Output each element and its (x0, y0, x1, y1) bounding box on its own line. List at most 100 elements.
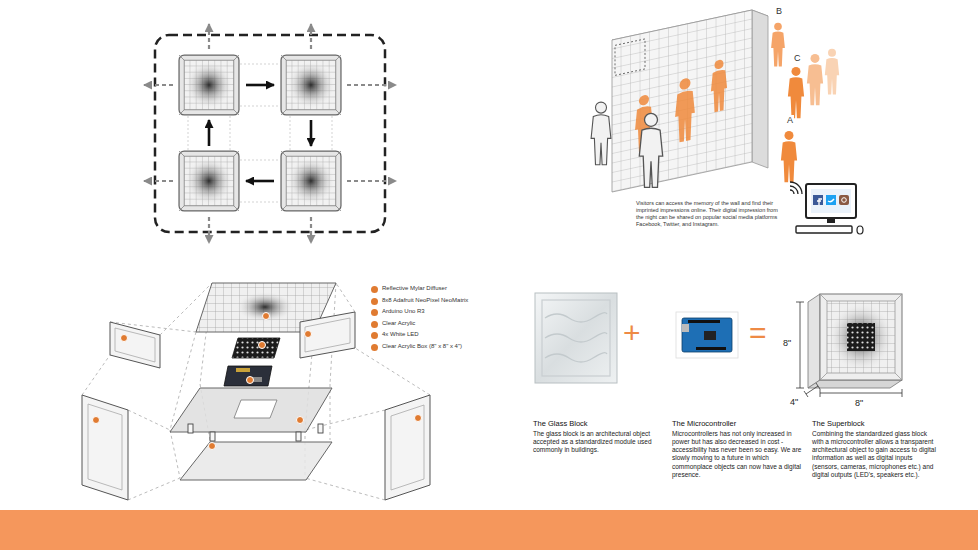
drawing-line (208, 120, 211, 146)
figure-letter: A (786, 115, 794, 126)
equals-sign: = (749, 318, 767, 348)
drawing-polygon (808, 380, 902, 388)
drawing-polygon (180, 442, 332, 480)
section-body: Combining the standardized glass block w… (812, 430, 940, 479)
drawing-line (208, 217, 210, 243)
drawing-g (82, 312, 430, 500)
drawing-rect (688, 320, 720, 323)
drawing-path (790, 190, 794, 194)
drawing-circle (247, 377, 254, 384)
drawing-rect (155, 35, 385, 232)
drawing-line (144, 180, 173, 182)
drawing-g (790, 182, 802, 194)
legend-text: Clear Acrylic (382, 320, 415, 328)
drawing-polygon (300, 312, 355, 358)
legend-swatch (371, 332, 378, 339)
drawing-rect (847, 323, 875, 351)
drawing-polygon (232, 338, 280, 358)
drawing-path (820, 389, 902, 397)
drawing-circle (415, 415, 422, 422)
drawing-use (675, 76, 695, 143)
drawing-use (788, 67, 804, 118)
legend-swatch (371, 309, 378, 316)
drawing-circle (259, 342, 266, 349)
drawing-g (82, 283, 430, 500)
drawing-rect (318, 424, 323, 433)
drawing-g (209, 85, 311, 181)
drawing-circle (93, 417, 100, 424)
drawing-path (804, 383, 820, 397)
drawing-use (771, 23, 785, 67)
legend-text: Reflective Mylar Diffuser (382, 285, 447, 293)
drawing-circle (305, 331, 312, 338)
section-body: The glass block is an architectural obje… (533, 430, 658, 454)
drawing-g (188, 424, 323, 441)
drawing-polygon (808, 294, 820, 388)
section-heading: The Superblock (812, 419, 942, 428)
drawing-rect (236, 368, 250, 372)
drawing-path (828, 199, 834, 202)
drawing-path (128, 283, 385, 500)
drawing-rect (296, 432, 301, 441)
drawing-polygon (752, 10, 768, 168)
drawing-use (825, 49, 839, 95)
drawing-polygon (110, 322, 160, 368)
drawing-rect (796, 226, 852, 233)
plus-sign: + (623, 318, 641, 348)
drawing-use (781, 131, 797, 182)
drawing-line (208, 24, 210, 49)
drawing-line (310, 24, 312, 49)
drawing-rect (535, 293, 617, 383)
drawing-circle (209, 443, 216, 450)
drawing-line (310, 120, 313, 146)
legend-text: Clear Acrylic Box (8" x 8" x 4") (382, 343, 462, 351)
interactive-wall (591, 10, 863, 234)
drawing-polygon (88, 404, 122, 490)
drawing-rect (542, 300, 610, 376)
drawing-rect (612, 10, 752, 192)
drawing-g (771, 23, 839, 182)
drawing-use (179, 55, 239, 115)
drawing-rect (696, 347, 726, 350)
dimension-label: 4" (790, 397, 798, 408)
drawing-rect (188, 424, 193, 433)
drawing-rect (839, 195, 849, 205)
drawing-path (545, 313, 607, 362)
drawing-rect (682, 324, 689, 332)
drawing-use (807, 54, 823, 105)
drawing-polygon (391, 405, 424, 490)
drawing-g (144, 24, 396, 243)
drawing-path (817, 199, 822, 205)
drawing-rect (806, 184, 856, 218)
drawing-path (82, 283, 430, 395)
drawing-rect (676, 312, 738, 358)
drawing-polygon (305, 318, 350, 352)
drawing-use (591, 102, 611, 165)
drawing-g (796, 302, 902, 397)
drawing-rect (813, 195, 823, 205)
drawing-polygon (385, 395, 430, 500)
drawing-path (796, 302, 804, 388)
drawing-path (820, 294, 902, 380)
legend-swatch (371, 321, 378, 328)
legend-text: Arduino Uno R3 (382, 308, 425, 316)
drawing-use (281, 151, 341, 211)
drawing-rect (827, 218, 835, 223)
caption-note: Visitors can access the memory of the wa… (636, 200, 786, 228)
legend-swatch (371, 298, 378, 305)
block-loop (144, 24, 396, 243)
drawing-use (281, 55, 341, 115)
drawing-polygon (234, 400, 277, 418)
drawing-circle (263, 313, 270, 320)
drawing-g (612, 10, 752, 192)
drawing-polygon (224, 366, 272, 386)
drawing-rect (811, 189, 851, 213)
drawing-polygon (115, 328, 155, 362)
figure-letter: C (793, 53, 802, 64)
drawing-circle (842, 198, 847, 203)
dimension-label: 8" (855, 398, 863, 409)
section-heading: The Microcontroller (672, 419, 807, 428)
drawing-line (347, 84, 396, 86)
drawing-circle (121, 335, 128, 342)
